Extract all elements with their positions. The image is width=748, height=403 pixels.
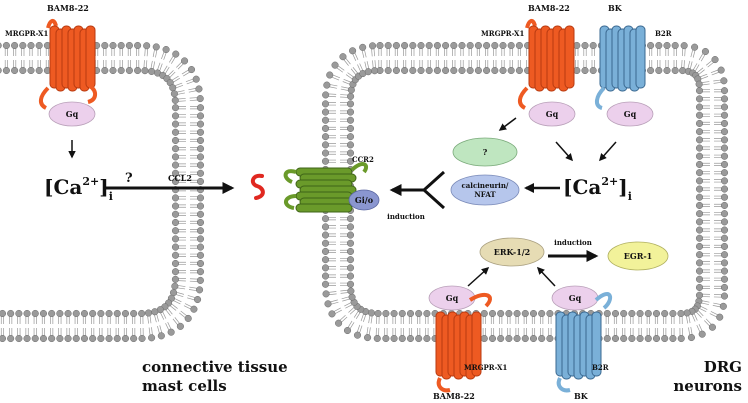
mast-cells-label-line1: connective tissue bbox=[142, 358, 288, 376]
calcineurin-label-line2: NFAT bbox=[474, 190, 496, 199]
b2r-receptor-bottom bbox=[555, 292, 613, 393]
arrow-gq2-to-ca-right bbox=[599, 141, 617, 162]
gq-label-bottom-2: Gq bbox=[569, 293, 582, 303]
arrow-gq-to-question bbox=[498, 117, 517, 131]
b2r-label-top: B2R bbox=[655, 29, 672, 38]
gio-label: Gi/o bbox=[355, 195, 374, 205]
membrane-left-cell bbox=[0, 41, 205, 343]
gq-oval-top-right-2 bbox=[606, 101, 654, 127]
b2r-label-bottom: B2R bbox=[592, 363, 609, 372]
ca-label-left: [Ca2+]i bbox=[44, 175, 113, 203]
mrgpr-label-top-right: MRGPR-X1 bbox=[481, 29, 524, 38]
gq-label-top-right-2: Gq bbox=[624, 109, 637, 119]
merge-arrow-to-ccr2 bbox=[389, 170, 446, 210]
arrow-gq-to-erk-right bbox=[536, 266, 556, 287]
gq-label-bottom-1: Gq bbox=[446, 293, 459, 303]
mast-cells-label-line2: mast cells bbox=[142, 377, 227, 395]
egr-oval bbox=[607, 241, 669, 271]
mrgpr-receptor-top-left bbox=[39, 19, 97, 110]
induction-label-left: induction bbox=[387, 212, 425, 221]
drg-label-line2: neurons bbox=[673, 377, 742, 395]
gq-oval-top-right-1 bbox=[528, 101, 576, 127]
ccr2-label: CCR2 bbox=[352, 155, 374, 164]
erk-label: ERK-1/2 bbox=[494, 247, 531, 257]
ccl2-label: CCL2 bbox=[168, 173, 192, 183]
mrgpr-label-bottom: MRGPR-X1 bbox=[464, 363, 507, 372]
egr-label: EGR-1 bbox=[624, 251, 652, 261]
drg-label-line1: DRG bbox=[704, 358, 742, 376]
gio-oval bbox=[348, 189, 380, 211]
bam-label-left: BAM8-22 bbox=[47, 3, 89, 13]
calcineurin-label-line1: calcineurin/ bbox=[461, 181, 508, 190]
bam-label-top-right: BAM8-22 bbox=[528, 3, 570, 13]
mrgpr-label-left: MRGPR-X1 bbox=[5, 29, 48, 38]
erk-oval bbox=[479, 237, 545, 267]
question-oval-right bbox=[452, 137, 518, 167]
bk-label-top: BK bbox=[608, 3, 623, 13]
b2r-receptor-top bbox=[595, 25, 646, 110]
bk-label-bottom: BK bbox=[574, 391, 589, 401]
arrow-gq-to-erk-left bbox=[467, 266, 490, 287]
induction-label-right: induction bbox=[554, 238, 592, 247]
gq-label-left: Gq bbox=[66, 109, 79, 119]
mrgpr-receptor-top-right bbox=[518, 19, 575, 110]
ccl2-chemokine bbox=[250, 173, 265, 200]
gq-label-top-right-1: Gq bbox=[546, 109, 559, 119]
membrane-layer bbox=[0, 41, 729, 343]
bam-label-bottom: BAM8-22 bbox=[433, 391, 475, 401]
membrane-right-cell bbox=[321, 41, 729, 343]
question-label-right: ? bbox=[483, 147, 488, 157]
mrgpr-receptor-bottom bbox=[435, 292, 492, 393]
question-mark-left: ? bbox=[125, 171, 133, 186]
ca-label-right: [Ca2+]i bbox=[563, 175, 632, 203]
calcineurin-oval bbox=[450, 174, 520, 206]
arrow-gq1-to-ca-right bbox=[555, 141, 573, 162]
gq-oval-left bbox=[48, 101, 96, 127]
ccr2-receptor bbox=[283, 162, 369, 213]
